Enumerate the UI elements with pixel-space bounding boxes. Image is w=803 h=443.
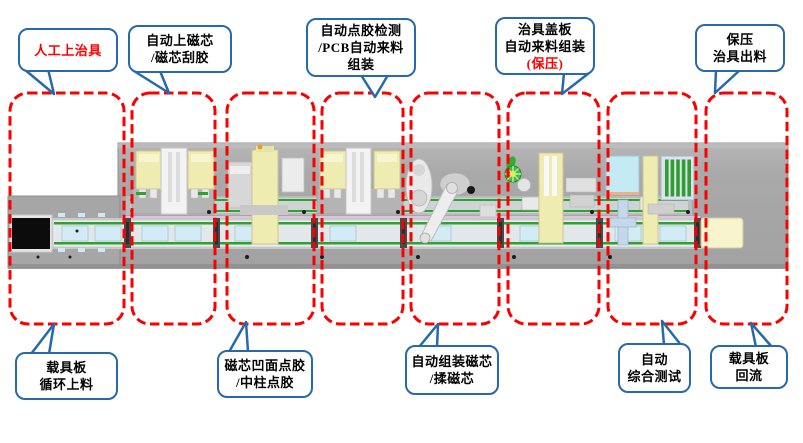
guide-tabs (58, 213, 105, 252)
callout-text: 循环上料 (39, 377, 94, 392)
callout-text: /中柱点胶 (235, 375, 295, 390)
callout-jig-cover-assembly: 治具盖板 自动来料组装 (保压) (495, 17, 595, 75)
zone-5-outline (409, 91, 501, 326)
callout-auto-final-test: 自动 综合测试 (618, 343, 691, 393)
callout-text: 载具板 (728, 351, 770, 366)
pointer-pressure-jig-unload (713, 68, 742, 95)
base-bolt-dots (36, 210, 690, 259)
callout-text: 自动来料组装 (504, 38, 586, 54)
callout-carrier-return: 载具板 回流 (710, 345, 788, 389)
zone-6-outline (506, 91, 601, 326)
pointer-core-dispensing (227, 320, 250, 354)
callout-auto-core-load: 自动上磁芯 /磁芯刮胶 (128, 25, 232, 73)
callout-text: 保压 (726, 32, 754, 47)
callout-text: 自动 (640, 352, 668, 367)
callout-text: 人工上治具 (34, 42, 102, 58)
zone-8-outline (704, 91, 789, 326)
zone-7-outline (606, 91, 698, 326)
callout-auto-core-assembly: 自动组装磁芯 /揉磁芯 (405, 345, 499, 395)
unload-exit-block (700, 217, 744, 249)
pointer-manual-jig-load (22, 67, 56, 96)
pcb-feed-machines (316, 147, 404, 215)
pointer-auto-core-load (132, 69, 171, 95)
callout-text: 组装 (347, 57, 375, 72)
callout-text: 回流 (735, 368, 763, 383)
carrier-entry-tunnel (9, 214, 53, 253)
callout-text: /磁芯刮胶 (150, 50, 210, 65)
callout-text: 磁芯凹面点胶 (224, 358, 306, 373)
zone-2-outline (130, 91, 217, 326)
dispensing-station (227, 144, 305, 245)
pointer-carrier-cycle-load (29, 322, 56, 356)
callout-text: 自动点胶检测 (320, 23, 402, 38)
callout-text: 治具出料 (712, 49, 767, 64)
callout-core-dispensing: 磁芯凹面点胶 /中柱点胶 (217, 350, 313, 398)
pointer-auto-core-assembly (417, 322, 440, 349)
test-station (605, 155, 695, 246)
core-load-machines (131, 147, 215, 215)
callout-dispense-inspection: 自动点胶检测 /PCB自动来料 组装 (306, 18, 416, 77)
pointer-carrier-return (749, 321, 774, 349)
callout-carrier-cycle-load: 载具板 循环上料 (15, 352, 118, 400)
zone-3-outline (225, 91, 316, 326)
callout-text: 综合测试 (627, 369, 682, 384)
callout-manual-jig-load: 人工上治具 (18, 28, 118, 72)
assembly-robot-arm (405, 158, 497, 244)
callout-text: 载具板 (46, 360, 87, 375)
test-rack-grille (660, 155, 695, 201)
callout-text: /揉磁芯 (429, 371, 475, 386)
zone-1-outline (8, 91, 126, 326)
pointer-jig-cover-assembly (560, 71, 591, 96)
callout-text: /PCB自动来料 (318, 40, 404, 55)
cover-feed-station (504, 152, 597, 244)
callout-text: (保压) (526, 55, 564, 71)
zone-4-outline (320, 91, 405, 326)
callout-text: 自动上磁芯 (146, 33, 214, 48)
callout-pressure-jig-unload: 保压 治具出料 (695, 24, 785, 72)
main-conveyor (50, 213, 702, 252)
callout-text: 自动组装磁芯 (411, 354, 493, 369)
callout-text: 治具盖板 (517, 21, 572, 37)
